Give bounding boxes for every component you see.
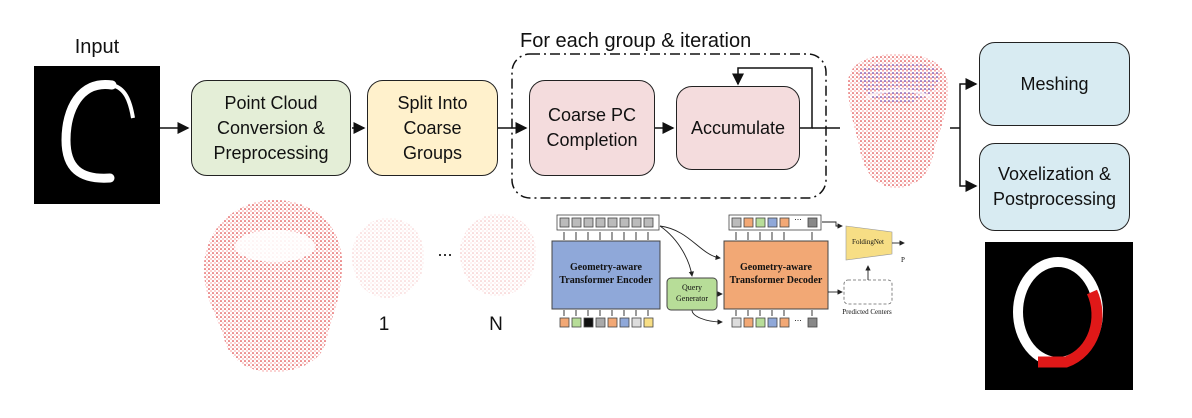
- predicted-centers-box: [843, 279, 893, 305]
- coarse-group-cloud-n: [460, 214, 536, 296]
- meshing-box: Meshing: [979, 42, 1130, 126]
- group-ellipsis: ...: [437, 240, 453, 260]
- conversion-box: Point Cloud Conversion & Preprocessing: [191, 80, 351, 176]
- voxelization-box: Voxelization & Postprocessing: [979, 143, 1130, 231]
- completion-box: Coarse PC Completion: [529, 80, 655, 176]
- loop-title: For each group & iteration: [520, 30, 752, 52]
- query-generator-label: Query Generator: [676, 283, 708, 303]
- encoder-output-tokens: [556, 214, 660, 231]
- output-completed-region: [1038, 289, 1103, 368]
- arrow-to-meshing: [959, 78, 978, 128]
- decoder-label: Geometry-aware Transformer Decoder: [729, 262, 823, 286]
- foldingnet-block: [845, 225, 893, 261]
- decoder-output-tokens: [728, 214, 822, 231]
- split-box: Split Into Coarse Groups: [367, 80, 498, 176]
- input-skull-contour: [61, 80, 117, 183]
- decoder-query-ellipsis: ...: [794, 313, 802, 323]
- arrow-to-voxelization: [959, 128, 978, 192]
- decoder-query-tokens: [731, 317, 818, 328]
- encoder-input-tokens: [559, 317, 654, 328]
- decoder-token-ellipsis: ...: [794, 212, 802, 222]
- decoder-block: [723, 240, 829, 310]
- loop-region: [511, 53, 827, 199]
- network-architecture: [551, 214, 905, 328]
- group-index-last: N: [489, 314, 503, 335]
- predicted-centers-label: Predicted Centers: [842, 308, 892, 316]
- accumulate-box: Accumulate: [676, 86, 800, 170]
- coarse-group-cloud-1: [352, 218, 424, 298]
- encoder-label: Geometry-aware Transformer Encoder: [559, 262, 653, 286]
- output-point-cloud: [848, 54, 948, 188]
- arrow-feedback-loop: [732, 67, 813, 129]
- encoder-block: [551, 240, 661, 310]
- p-label: P: [901, 256, 905, 264]
- input-label: Input: [74, 36, 120, 58]
- group-index-first: 1: [378, 314, 390, 335]
- foldingnet-label: FoldingNet: [852, 238, 884, 246]
- coarse-group-cloud-full: [204, 200, 342, 372]
